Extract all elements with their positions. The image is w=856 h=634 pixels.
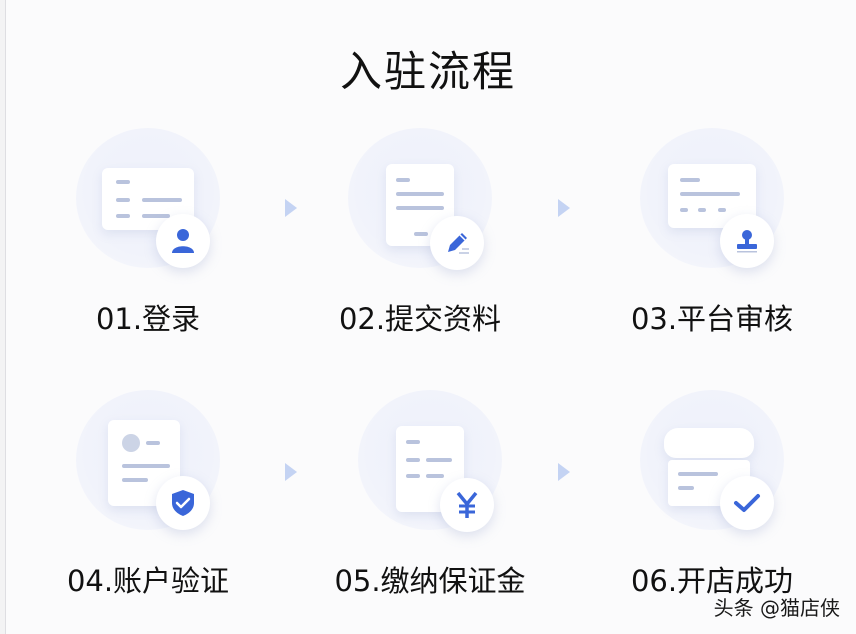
step-pay-deposit: 05.缴纳保证金 — [334, 390, 526, 598]
arrow-right-icon — [285, 199, 297, 217]
arrow-right-icon — [558, 463, 570, 481]
step-submit-info: 02.提交资料 — [330, 128, 510, 336]
checkmark-icon — [720, 476, 774, 530]
arrow-right-icon — [285, 463, 297, 481]
step-platform-review: 03.平台审核 — [622, 128, 802, 336]
step-account-verify: 04.账户验证 — [58, 390, 238, 598]
step-label: 03.平台审核 — [630, 302, 794, 336]
left-window-edge — [0, 0, 6, 634]
step-label: 04.账户验证 — [66, 564, 230, 598]
watermark: 头条 @猫店侠 — [713, 596, 840, 620]
step-login: 01.登录 — [58, 128, 238, 336]
page-title: 入驻流程 — [339, 47, 516, 96]
step-label: 01.登录 — [95, 302, 201, 336]
arrow-right-icon — [558, 199, 570, 217]
storefront-awning-icon — [664, 428, 754, 458]
pencil-icon — [430, 216, 484, 270]
step-store-opened: 06.开店成功 — [622, 390, 802, 598]
document-icon — [386, 164, 454, 246]
step-label: 05.缴纳保证金 — [334, 564, 526, 598]
step-label: 02.提交资料 — [338, 302, 502, 336]
shield-check-icon — [156, 476, 210, 530]
step-label: 06.开店成功 — [630, 564, 794, 598]
yen-icon — [440, 478, 494, 532]
stamp-icon — [720, 214, 774, 268]
user-icon — [156, 214, 210, 268]
